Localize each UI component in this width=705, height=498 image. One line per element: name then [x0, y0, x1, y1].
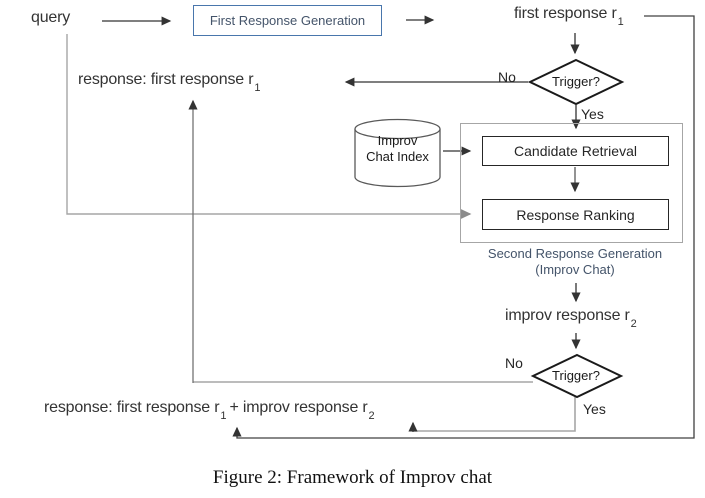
response-ranking-box: Response Ranking: [482, 199, 669, 230]
figure-caption: Figure 2: Framework of Improv chat: [212, 467, 493, 488]
second-response-generation-label: Second Response Generation (Improv Chat): [487, 246, 663, 277]
candidate-retrieval-box: Candidate Retrieval: [482, 136, 669, 166]
line-query-to-response-ranking: [66, 34, 472, 219]
improv-chat-index-label: Improv Chat Index: [366, 133, 429, 164]
trigger2-yes-label: Yes: [583, 401, 606, 417]
first-response-generation-label: First Response Generation: [209, 13, 366, 28]
r1-subscript: 1: [254, 82, 261, 95]
first-response-label: first response r1: [514, 5, 624, 29]
trigger1-yes-label: Yes: [581, 106, 604, 122]
line-trigger2-yes: [414, 397, 576, 432]
candidate-retrieval-label: Candidate Retrieval: [514, 143, 637, 159]
trigger1-label: Trigger?: [552, 74, 600, 89]
line-r1-feedback-loop: [232, 15, 695, 439]
second-response-pipeline-box: [460, 123, 683, 243]
response-ranking-label: Response Ranking: [516, 206, 635, 223]
r2-subscript: 2: [630, 318, 637, 331]
first-response-generation-box: First Response Generation: [193, 5, 382, 36]
trigger1-diamond: [527, 58, 625, 106]
combined-response-label: response: first response r1 + improv res…: [44, 399, 375, 423]
trigger2-diamond: [530, 353, 624, 399]
trigger2-label: Trigger?: [552, 368, 600, 383]
response-first-label: response: first response r1: [78, 71, 261, 95]
trigger1-no-label: No: [498, 69, 516, 85]
query-label: query: [31, 9, 71, 26]
database-cylinder-icon: [354, 118, 441, 188]
trigger2-no-label: No: [505, 355, 523, 371]
improv-response-label: improv response r2: [505, 307, 637, 331]
r1-subscript: 1: [617, 16, 624, 29]
